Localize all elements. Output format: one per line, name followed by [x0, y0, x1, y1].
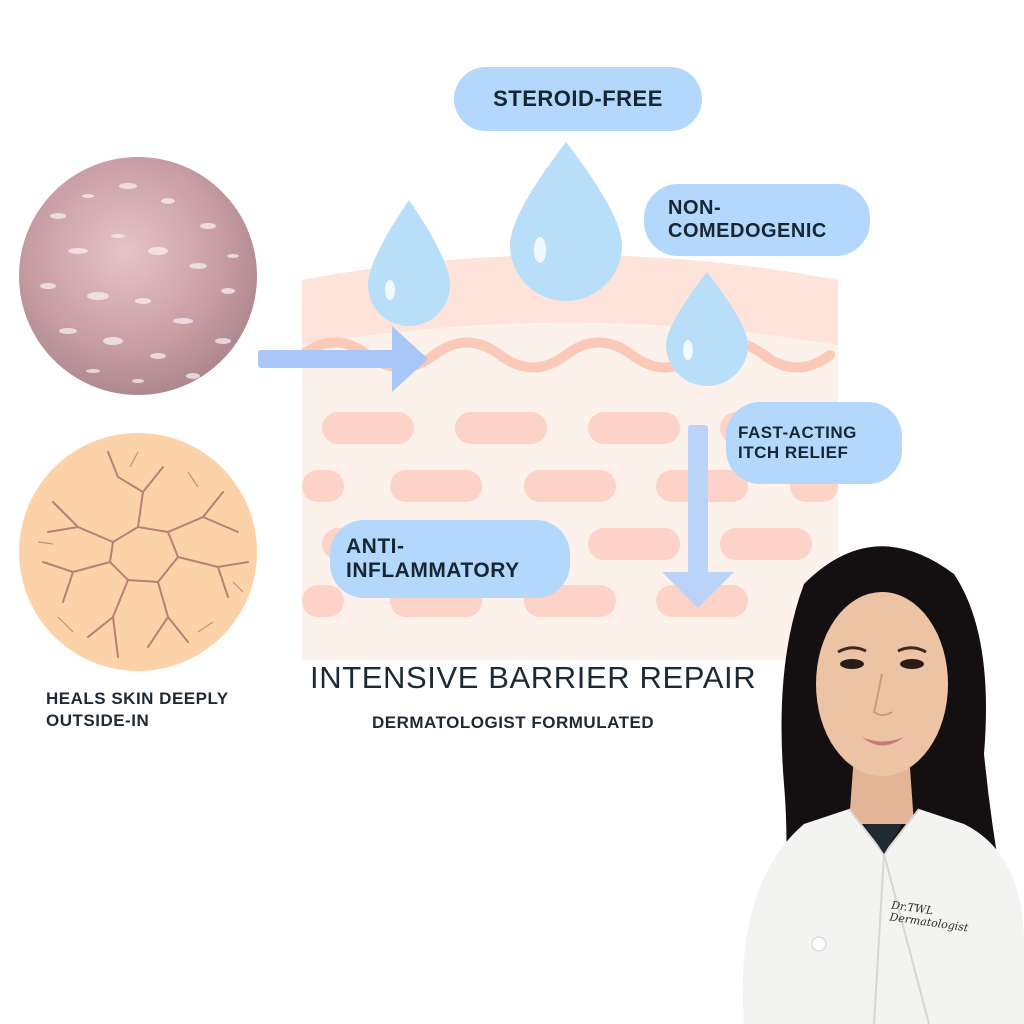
dry-skin-closeup: [19, 157, 257, 395]
steroid-free-badge: STEROID-FREE: [454, 67, 702, 131]
skin-cell: [302, 585, 344, 617]
cracked-skin-illustration: [19, 433, 257, 671]
subtitle: DERMATOLOGIST FORMULATED: [372, 713, 655, 732]
droplet-left: [368, 200, 450, 326]
droplet-highlight: [683, 340, 693, 360]
skin-cell: [390, 470, 482, 502]
skin-cells: [302, 412, 838, 617]
arrow-right-icon: [258, 326, 428, 392]
skin-cell: [322, 412, 414, 444]
left-caption: HEALS SKIN DEEPLY OUTSIDE-IN: [46, 689, 229, 731]
skin-cell: [302, 470, 344, 502]
non-comedogenic-label: NON- COMEDOGENIC: [668, 197, 827, 242]
skin-cell: [720, 528, 812, 560]
main-title: INTENSIVE BARRIER REPAIR: [310, 660, 757, 695]
itch-relief-label: FAST-ACTING ITCH RELIEF: [738, 423, 857, 462]
droplet-center: [510, 142, 622, 301]
arrow-down-icon: [662, 425, 734, 608]
skin-cell: [588, 528, 680, 560]
skin-cell: [588, 412, 680, 444]
droplet-highlight: [534, 237, 546, 263]
droplet-highlight: [385, 280, 395, 300]
non-comedogenic-badge: NON- COMEDOGENIC: [644, 184, 870, 256]
skin-cell: [455, 412, 547, 444]
anti-inflammatory-badge: ANTI- INFLAMMATORY: [330, 520, 570, 598]
itch-relief-badge: FAST-ACTING ITCH RELIEF: [726, 402, 902, 484]
steroid-free-label: STEROID-FREE: [493, 86, 663, 112]
lab-coat: [742, 809, 1024, 1024]
dermatologist-portrait: [742, 546, 1024, 1024]
face: [816, 592, 948, 776]
skin-cell: [524, 470, 616, 502]
anti-inflammatory-label: ANTI- INFLAMMATORY: [346, 534, 520, 582]
